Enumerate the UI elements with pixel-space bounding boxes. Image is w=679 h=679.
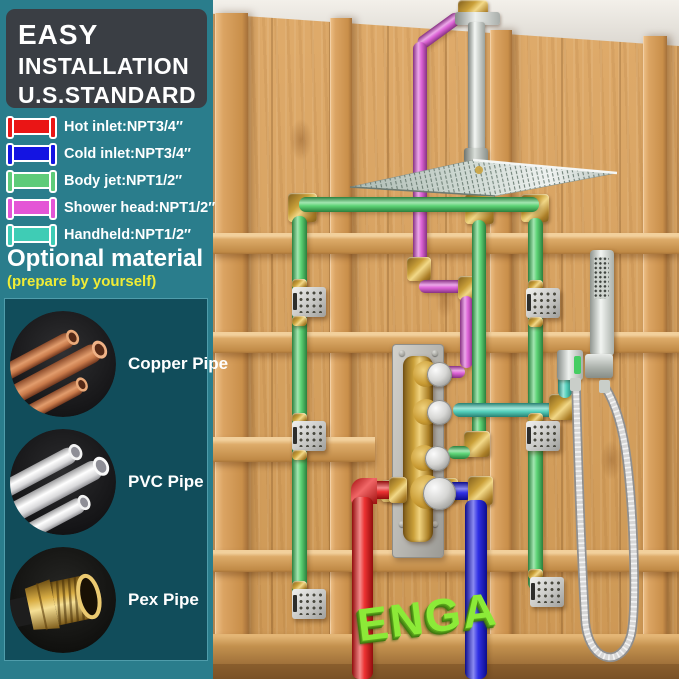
legend-label: Handheld:NPT1/2″	[64, 226, 191, 243]
rain-shower-head	[349, 159, 618, 197]
title-line: EASY	[18, 19, 99, 50]
materials-panel: Copper Pipe	[4, 298, 228, 661]
jet-coupling	[292, 581, 307, 591]
shower-head-pipe-drop	[460, 296, 473, 368]
optional-material-heading: Optional material	[7, 245, 204, 272]
jet-coupling	[292, 316, 307, 326]
floor-shadow	[213, 664, 679, 679]
ceiling-shower-arm	[468, 22, 485, 150]
pvc-pipe-photo	[10, 429, 116, 535]
legend-label: Cold inlet:NPT3/4″	[64, 145, 191, 162]
pipe-elbow	[407, 257, 431, 281]
jet-coupling	[292, 279, 307, 289]
material-row-copper: Copper Pipe	[5, 305, 228, 423]
jet-coupling	[528, 413, 543, 423]
body-jet-4	[526, 288, 560, 318]
body-jet-1	[292, 287, 326, 317]
pipe-elbow	[549, 394, 575, 420]
plate-screw	[432, 521, 438, 527]
title-box: EASY INSTALLATION U.S.STANDARD	[6, 9, 207, 108]
valve-knob-1	[427, 362, 452, 387]
body-jet-pipe-stub	[448, 446, 470, 459]
material-label: Copper Pipe	[128, 354, 229, 373]
body-jet-3	[292, 589, 326, 619]
legend-item-handheld: Handheld:NPT1/2″	[6, 221, 215, 248]
wall-rail	[213, 332, 679, 353]
jet-coupling	[528, 317, 543, 327]
info-sidebar: EASY INSTALLATION U.S.STANDARD Hot inlet…	[0, 0, 228, 679]
wall-rail	[213, 550, 679, 572]
legend-label: Shower head:NPT1/2″	[64, 199, 216, 216]
legend-item-cold: Cold inlet:NPT3/4″	[6, 140, 215, 167]
handheld-pipe-horizontal	[453, 403, 560, 417]
legend-label: Body jet:NPT1/2″	[64, 172, 183, 189]
body-jet-2	[292, 421, 326, 451]
material-label: Pex Pipe	[128, 590, 199, 609]
jet-coupling	[528, 280, 543, 290]
hot-pipe-swatch	[6, 116, 57, 139]
body-jet-6	[530, 577, 564, 607]
material-label: PVC Pipe	[128, 472, 204, 491]
material-row-pvc: PVC Pipe	[5, 423, 207, 541]
plate-screw	[399, 521, 405, 527]
material-row-pex: Pex Pipe	[5, 541, 207, 659]
pipe-legend: Hot inlet:NPT3/4″ Cold inlet:NPT3/4″ Bod…	[6, 113, 216, 248]
jet-coupling	[292, 413, 307, 423]
title-line: U.S.STANDARD	[18, 82, 197, 109]
copper-pipe-photo	[10, 311, 116, 417]
body-jet-pipe-run	[299, 197, 539, 212]
wall-stud	[643, 36, 667, 679]
plate-screw	[432, 350, 438, 356]
hot-pipe-vertical	[352, 497, 373, 679]
wall-header-beam	[213, 233, 679, 254]
jet-coupling	[292, 450, 307, 460]
cold-pipe-swatch	[6, 143, 57, 166]
body-jet-pipe-feed	[472, 220, 486, 437]
shower-head-pipe-swatch	[6, 197, 57, 220]
handheld-pipe-swatch	[6, 224, 57, 247]
optional-material-note: (prepare by yourself)	[7, 273, 157, 290]
legend-label: Hot inlet:NPT3/4″	[64, 118, 183, 135]
brass-pex-fitting-photo	[10, 547, 116, 653]
body-jet-pipe-swatch	[6, 170, 57, 193]
body-jet-5	[526, 421, 560, 451]
jet-coupling	[528, 569, 543, 579]
valve-knob-2	[427, 400, 452, 425]
installation-diagram: ENGA	[213, 0, 679, 679]
outlet-seal	[574, 356, 581, 374]
shower-hose	[570, 378, 639, 662]
shower-head-pipe-vertical	[413, 42, 427, 274]
shower-arm-nut	[464, 148, 488, 163]
valve-knob-3	[425, 446, 450, 471]
title-line: INSTALLATION	[18, 52, 190, 79]
valve-temp-knob	[423, 477, 456, 510]
plate-screw	[399, 350, 405, 356]
body-jet-pipe-left	[292, 216, 307, 602]
shower-arm-flange	[455, 12, 500, 25]
wand-nozzles	[594, 257, 609, 299]
legend-item-shower-head: Shower head:NPT1/2″	[6, 194, 216, 221]
cold-pipe-vertical	[465, 500, 487, 679]
pipe-coupling	[389, 477, 407, 503]
legend-item-body-jet: Body jet:NPT1/2″	[6, 167, 215, 194]
legend-item-hot: Hot inlet:NPT3/4″	[6, 113, 215, 140]
wand-bracket	[585, 354, 613, 378]
